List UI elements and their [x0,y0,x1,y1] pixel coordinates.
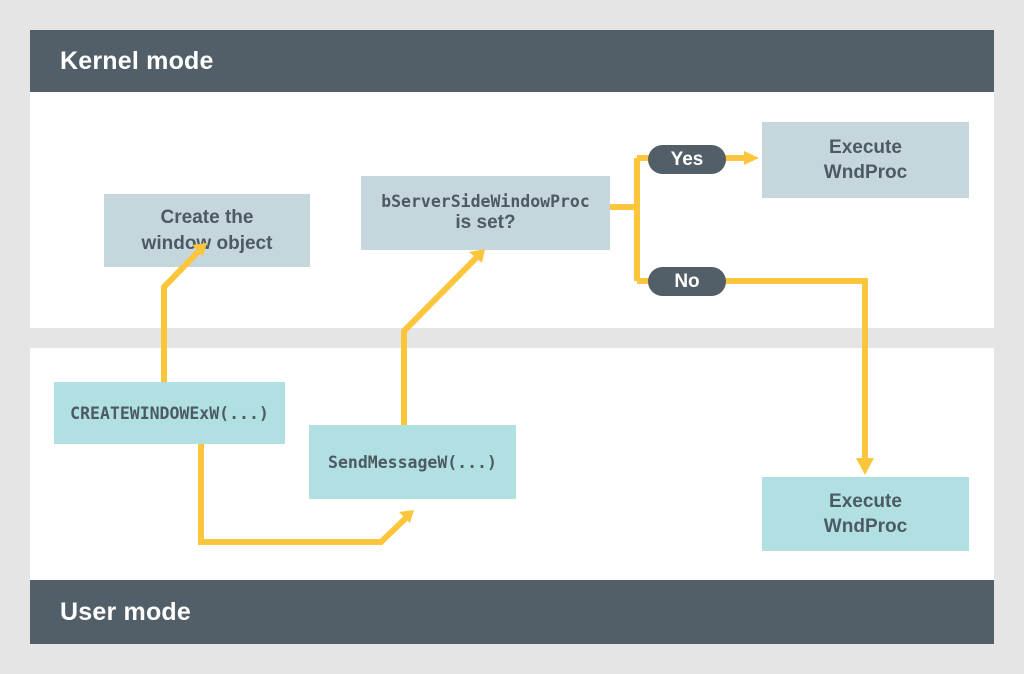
node-execute-wndproc-user[interactable]: Execute WndProc [762,477,969,551]
node-create-window-object-label: Create the window object [141,207,273,254]
user-mode-label: User mode [60,597,192,626]
kernel-mode-label: Kernel mode [60,46,214,75]
node-execute-wndproc-kernel[interactable]: Execute WndProc [762,122,969,198]
node-sendmessagew-call-label: SendMessageW(...) [328,452,497,472]
kernel-mode-band: Kernel mode [30,30,994,92]
node-createwindowexw-call[interactable]: CREATEWINDOWExW(...) [54,382,285,444]
branch-label-yes[interactable]: Yes [648,145,726,174]
node-decision-bserversidewindowproc[interactable]: bServerSideWindowProc is set? [361,176,610,250]
node-execute-wndproc-user-label: Execute WndProc [823,490,908,537]
branch-label-no-text: No [674,270,700,292]
user-mode-band: User mode [30,580,994,644]
node-execute-wndproc-kernel-label: Execute WndProc [823,136,908,183]
node-createwindowexw-call-label: CREATEWINDOWExW(...) [70,403,269,423]
node-decision-text: bServerSideWindowProc is set? [381,192,590,234]
node-sendmessagew-call[interactable]: SendMessageW(...) [309,425,516,499]
node-create-window-object[interactable]: Create the window object [104,194,310,267]
node-decision-line2: is set? [455,211,516,233]
node-decision-line1: bServerSideWindowProc [381,192,590,212]
branch-label-no[interactable]: No [648,267,726,296]
branch-label-yes-text: Yes [670,148,704,170]
